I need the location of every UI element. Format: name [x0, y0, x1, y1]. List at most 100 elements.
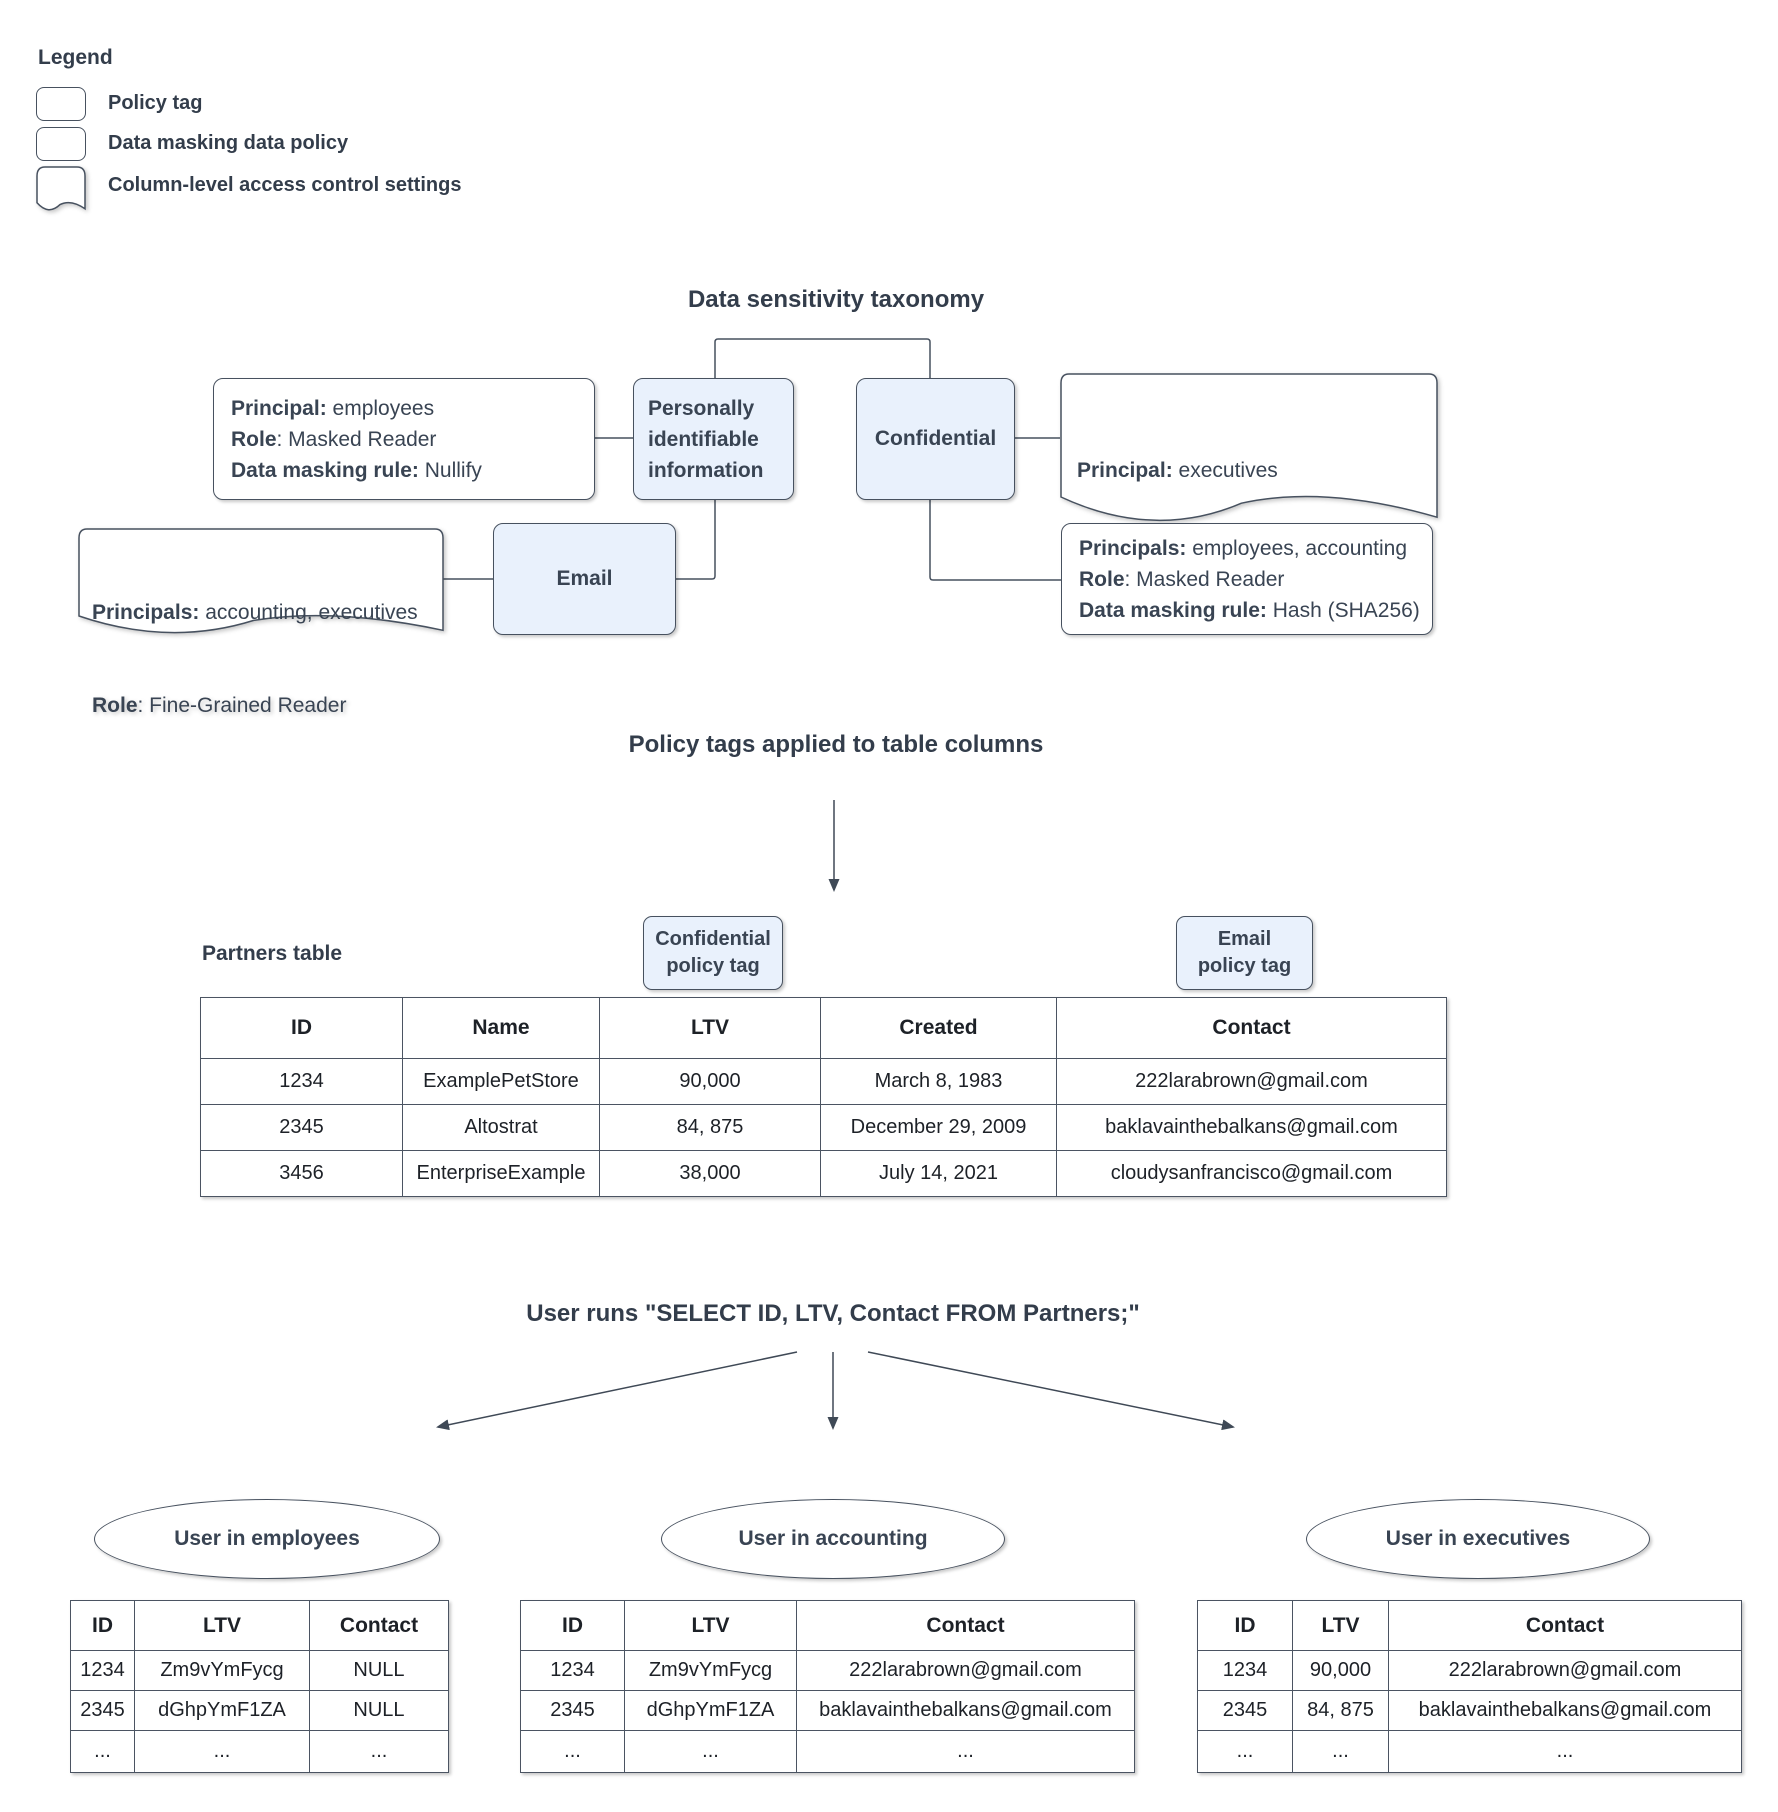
query-right-arrow: [867, 1351, 1235, 1431]
table-cell: 1234: [70, 1650, 135, 1691]
pii-policy-tag-label: Personally identifiable information: [648, 396, 764, 482]
table-header-cell: Contact: [1388, 1600, 1742, 1651]
table-cell: December 29, 2009: [820, 1104, 1057, 1151]
legend-item-label: Column-level access control settings: [108, 174, 462, 196]
policy-line: Data masking rule: Nullify: [231, 458, 482, 482]
email-policy-tag-label: Email: [556, 567, 613, 590]
policy-line: Role: Fine-Grained Reader: [92, 694, 347, 717]
policy-line: Role: Masked Reader: [1079, 567, 1285, 591]
table-header-cell: ID: [200, 997, 403, 1059]
table-cell: 1234: [1197, 1650, 1293, 1691]
tree-bracket-connector: [714, 338, 931, 378]
policy-line: Principal: employees: [231, 396, 435, 420]
table-cell: cloudysanfrancisco@gmail.com: [1056, 1150, 1447, 1197]
table-header-row: ID Name LTV Created Contact: [200, 997, 1447, 1059]
table-cell: ...: [1388, 1730, 1742, 1773]
table-cell: 2345: [70, 1690, 135, 1731]
tag-line: policy tag: [666, 955, 760, 977]
user-group-label: User in employees: [174, 1527, 360, 1550]
confidential-policy-tag-callout: Confidential policy tag: [643, 916, 783, 990]
table-header-row: ID LTV Contact: [520, 1600, 1135, 1651]
table-cell: 222larabrown@gmail.com: [1056, 1058, 1447, 1105]
table-row: 2345 dGhpYmF1ZA baklavainthebalkans@gmai…: [520, 1690, 1135, 1731]
email-policy-tag-callout: Email policy tag: [1176, 916, 1313, 990]
policy-tag-swatch: [36, 87, 86, 121]
policy-line: Principals: employees, accounting: [1079, 536, 1408, 560]
table-cell: 90,000: [1292, 1650, 1389, 1691]
query-left-arrow: [436, 1351, 798, 1431]
table-cell: 84, 875: [1292, 1690, 1389, 1731]
table-header-row: ID LTV Contact: [70, 1600, 449, 1651]
table-cell: 1234: [520, 1650, 625, 1691]
table-row: ... ... ...: [70, 1730, 449, 1773]
table-cell: 38,000: [599, 1150, 821, 1197]
table-row: 2345 84, 875 baklavainthebalkans@gmail.c…: [1197, 1690, 1742, 1731]
email-policy-tag-node: Email: [493, 523, 676, 635]
pii-to-email-connector: [676, 500, 716, 580]
policy-line: Role: Masked Reader: [231, 427, 437, 451]
table-cell: 222larabrown@gmail.com: [796, 1650, 1135, 1691]
table-cell: March 8, 1983: [820, 1058, 1057, 1105]
table-row: 1234 Zm9vYmFycg NULL: [70, 1650, 449, 1691]
nullify-masking-policy-node: Principal: employees Role: Masked Reader…: [213, 378, 595, 500]
table-cell: 222larabrown@gmail.com: [1388, 1650, 1742, 1691]
table-cell: ...: [1292, 1730, 1389, 1773]
table-cell: Altostrat: [402, 1104, 600, 1151]
partners-table: ID Name LTV Created Contact 1234 Example…: [200, 997, 1447, 1197]
table-cell: dGhpYmF1ZA: [134, 1690, 310, 1731]
policy-line: Principals: accounting, executives: [92, 601, 418, 624]
table-cell: ...: [70, 1730, 135, 1773]
employees-result-table: ID LTV Contact 1234 Zm9vYmFycg NULL 2345…: [70, 1600, 449, 1773]
confidential-policy-tag-label: Confidential: [874, 427, 997, 450]
table-cell: Zm9vYmFycg: [134, 1650, 310, 1691]
exec-access-control-node: Principal: executives Role: Fine-Grained…: [1060, 373, 1438, 575]
user-group-label: User in accounting: [738, 1527, 928, 1550]
query-heading: User runs "SELECT ID, LTV, Contact FROM …: [526, 1300, 1140, 1327]
table-row: 3456 EnterpriseExample 38,000 July 14, 2…: [200, 1150, 1447, 1197]
table-header-cell: Created: [820, 997, 1057, 1059]
table-cell: ...: [624, 1730, 797, 1773]
table-cell: NULL: [309, 1690, 449, 1731]
taxonomy-heading: Data sensitivity taxonomy: [687, 286, 985, 313]
table-cell: NULL: [309, 1650, 449, 1691]
table-cell: EnterpriseExample: [402, 1150, 600, 1197]
table-cell: 3456: [200, 1150, 403, 1197]
table-row: 2345 dGhpYmF1ZA NULL: [70, 1690, 449, 1731]
policy-line: Principal: executives: [1077, 459, 1278, 482]
policy-line: Data masking rule: Hash (SHA256): [1079, 598, 1420, 622]
table-header-cell: ID: [1197, 1600, 1293, 1651]
pii-policy-tag-node: Personally identifiable information: [633, 378, 794, 500]
table-cell: July 14, 2021: [820, 1150, 1057, 1197]
table-cell: 2345: [1197, 1690, 1293, 1731]
table-cell: 90,000: [599, 1058, 821, 1105]
user-employees-ellipse: User in employees: [94, 1499, 440, 1579]
table-header-cell: Contact: [309, 1600, 449, 1651]
policy-tags-heading: Policy tags applied to table columns: [628, 731, 1044, 758]
table-row: 1234 Zm9vYmFycg 222larabrown@gmail.com: [520, 1650, 1135, 1691]
legend-item-label: Policy tag: [108, 92, 203, 114]
confidential-to-hash-connector: [929, 500, 1061, 581]
user-executives-ellipse: User in executives: [1306, 1499, 1650, 1579]
table-header-cell: LTV: [134, 1600, 310, 1651]
table-cell: ...: [520, 1730, 625, 1773]
executives-result-table: ID LTV Contact 1234 90,000 222larabrown@…: [1197, 1600, 1742, 1773]
table-row: ... ... ...: [520, 1730, 1135, 1773]
table-header-cell: Contact: [796, 1600, 1135, 1651]
table-header-cell: Name: [402, 997, 600, 1059]
column-access-swatch: [36, 166, 86, 222]
table-header-cell: ID: [70, 1600, 135, 1651]
table-cell: dGhpYmF1ZA: [624, 1690, 797, 1731]
table-header-cell: LTV: [599, 997, 821, 1059]
table-cell: baklavainthebalkans@gmail.com: [1388, 1690, 1742, 1731]
table-header-cell: Contact: [1056, 997, 1447, 1059]
table-row: ... ... ...: [1197, 1730, 1742, 1773]
table-cell: baklavainthebalkans@gmail.com: [796, 1690, 1135, 1731]
partners-table-label: Partners table: [202, 942, 343, 965]
table-cell: ...: [309, 1730, 449, 1773]
table-cell: ExamplePetStore: [402, 1058, 600, 1105]
acct-exec-access-control-node: Principals: accounting, executives Role:…: [78, 528, 444, 717]
table-cell: ...: [796, 1730, 1135, 1773]
data-masking-swatch: [36, 127, 86, 161]
table-cell: Zm9vYmFycg: [624, 1650, 797, 1691]
